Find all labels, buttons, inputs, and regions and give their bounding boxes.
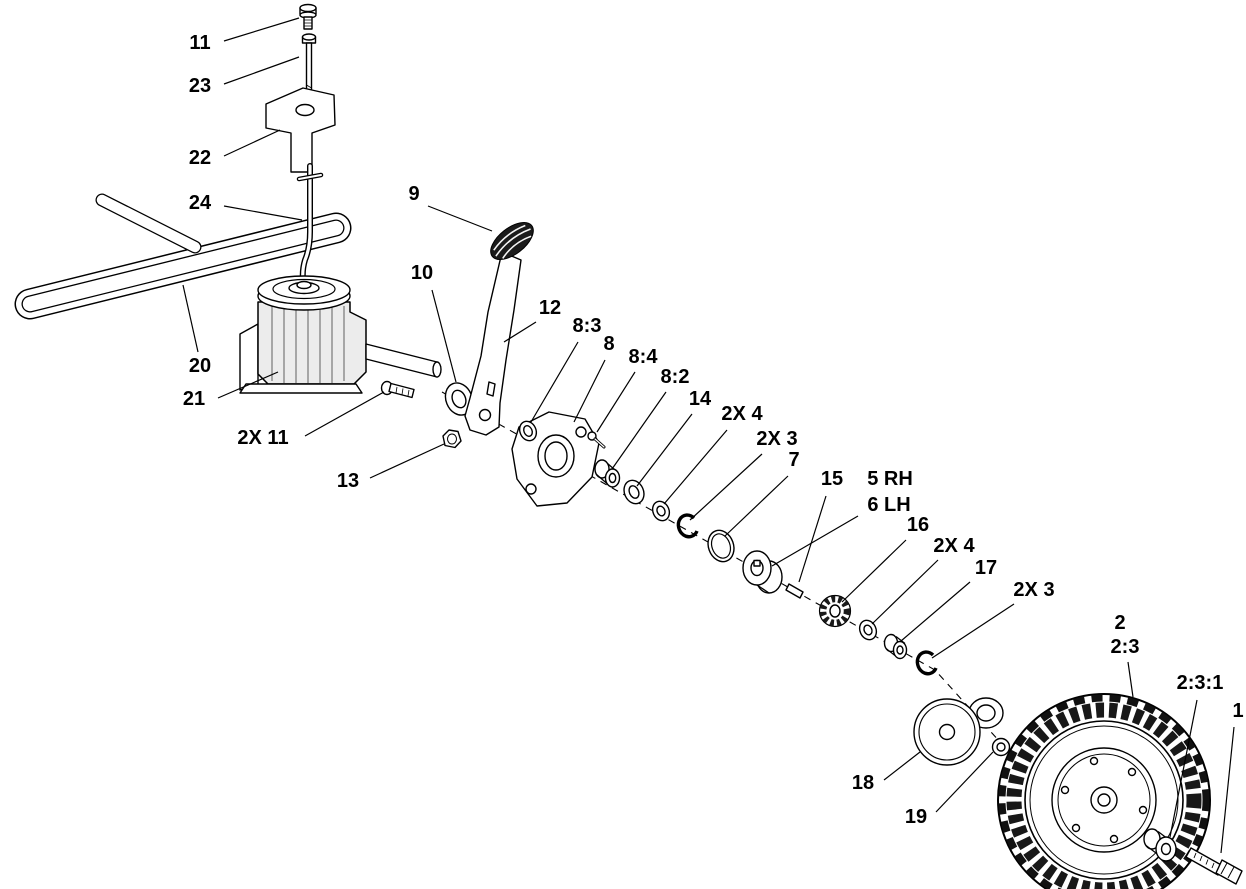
- part-label-21: 21: [183, 388, 205, 410]
- wheel-hub-carrier: [913, 697, 1004, 766]
- leader-line-20: [182, 284, 199, 353]
- washer-14: [623, 479, 645, 505]
- part-label-2x-11: 2X 11: [237, 427, 288, 449]
- lever-grip: [490, 222, 534, 260]
- leader-line-11: [223, 17, 300, 42]
- leader-line-9: [427, 205, 493, 232]
- washer-8-3: [518, 420, 538, 442]
- leader-line-14: [636, 413, 693, 487]
- leader-line-21: [217, 371, 279, 399]
- leader-line-24: [223, 205, 303, 221]
- leader-line-8-2: [611, 391, 667, 470]
- part-label-2x-4: 2X 4: [933, 535, 975, 557]
- carriage-bolt: [380, 380, 415, 399]
- leader-line-1: [1220, 726, 1235, 854]
- part-label-22: 22: [189, 147, 211, 169]
- part-label-6-lh: 6 LH: [867, 494, 910, 516]
- leader-line-2-3-1: [1169, 699, 1198, 838]
- wheel-bearing: [1143, 828, 1177, 862]
- part-label-14: 14: [689, 388, 712, 410]
- part-label-9: 9: [408, 183, 419, 205]
- washer-2x4-a: [651, 500, 671, 522]
- leader-line-8: [573, 359, 606, 423]
- retaining-ring-7: [707, 529, 735, 563]
- leader-line-15: [798, 495, 827, 583]
- part-label-2x-4: 2X 4: [721, 403, 763, 425]
- leader-line-2x-11: [304, 391, 385, 437]
- part-label-8-4: 8:4: [629, 346, 659, 368]
- drive-belt: [14, 193, 352, 320]
- spacer-17: [883, 633, 908, 660]
- part-label-24: 24: [189, 192, 212, 214]
- part-label-11: 11: [189, 32, 210, 54]
- leader-line-18: [883, 751, 921, 781]
- part-label-2x-3: 2X 3: [1013, 579, 1054, 601]
- part-label-7: 7: [788, 449, 799, 471]
- leader-line-2x-3: [931, 603, 1015, 659]
- washer-2x4-b: [858, 619, 878, 641]
- part-label-10: 10: [411, 262, 433, 284]
- hex-nut: [442, 429, 462, 449]
- leader-line-16: [841, 539, 907, 603]
- part-label-16: 16: [907, 514, 929, 536]
- part-label-8: 8: [603, 333, 614, 355]
- axle-bolt: [1185, 847, 1243, 885]
- part-label-2-3-1: 2:3:1: [1177, 672, 1224, 694]
- part-label-17: 17: [975, 557, 997, 579]
- shift-rod: [296, 163, 324, 283]
- key-15: [785, 583, 804, 599]
- leader-line-23: [223, 56, 300, 85]
- part-label-8-2: 8:2: [661, 366, 690, 388]
- bushing-8-2: [594, 459, 621, 488]
- e-ring-2x3-a: [676, 513, 699, 539]
- part-label-2-3: 2:3: [1111, 636, 1140, 658]
- part-label-12: 12: [539, 297, 561, 319]
- leader-line-8-4: [596, 371, 636, 433]
- small-screw-8-4: [587, 431, 606, 449]
- part-label-19: 19: [905, 806, 927, 828]
- leader-line-19: [935, 751, 994, 813]
- leader-line-2x-3: [689, 453, 763, 521]
- leader-line-12: [503, 321, 537, 343]
- part-label-18: 18: [852, 772, 874, 794]
- leader-line-13: [369, 443, 445, 479]
- hub-5rh-6lh: [742, 550, 783, 594]
- leader-line-7: [724, 475, 789, 537]
- part-label-8-3: 8:3: [573, 315, 602, 337]
- part-label-5-rh: 5 RH: [867, 468, 913, 490]
- part-label-2x-3: 2X 3: [756, 428, 797, 450]
- flange-bolt: [299, 3, 317, 30]
- leader-line-8-3: [530, 341, 579, 423]
- pinion-gear: [818, 594, 852, 628]
- output-shaft: [365, 343, 438, 378]
- transmission: [239, 275, 442, 394]
- leader-line-6-lh: [771, 515, 859, 567]
- part-label-20: 20: [189, 355, 211, 377]
- part-label-13: 13: [337, 470, 359, 492]
- mounting-bracket: [265, 87, 336, 173]
- leader-line-2x-4: [663, 429, 728, 505]
- part-label-15: 15: [821, 468, 843, 490]
- leader-line-22: [223, 129, 281, 157]
- washer-19: [991, 737, 1011, 757]
- leader-line-17: [900, 581, 971, 642]
- leader-line-10: [431, 289, 457, 383]
- leader-line-2-3: [1127, 661, 1134, 698]
- part-label-23: 23: [189, 75, 211, 97]
- wheel-tire: [997, 693, 1211, 889]
- shift-lever: [464, 251, 522, 436]
- part-label-1: 1: [1232, 700, 1243, 722]
- part-label-2: 2: [1114, 612, 1125, 634]
- e-ring-2x3-b: [915, 650, 938, 676]
- leader-line-2x-4: [871, 559, 939, 625]
